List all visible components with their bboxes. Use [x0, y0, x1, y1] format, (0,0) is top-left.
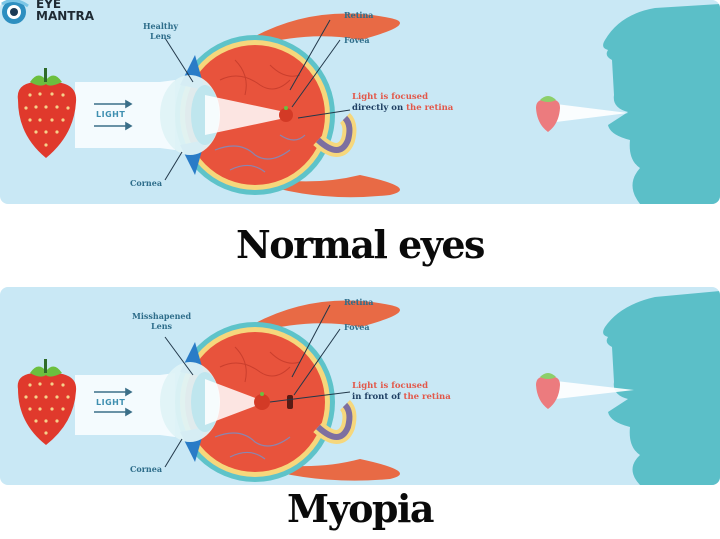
- light-label: LIGHT: [96, 398, 126, 407]
- light-label: LIGHT: [96, 110, 126, 119]
- retina-label: Retina: [344, 297, 374, 307]
- eye-icon: [1, 0, 29, 24]
- strawberry-icon: [17, 359, 77, 445]
- arrow-icons: [94, 99, 133, 131]
- focus-note-line-2a: directly on: [352, 103, 407, 113]
- normal-eye-illustration: [17, 4, 720, 204]
- logo-line-1: EYE: [36, 0, 62, 11]
- focus-note: Light is focused in front of the retina: [352, 381, 451, 403]
- lower-muscle: [225, 170, 400, 198]
- focus-note-line-2a: in front of: [352, 392, 404, 402]
- myopia-eye-illustration: [17, 291, 720, 485]
- upper-muscle: [225, 13, 400, 55]
- logo-line-2: MANTRA: [36, 9, 94, 23]
- normal-eyes-caption: Normal eyes: [236, 222, 485, 267]
- retina-label: Retina: [344, 10, 374, 20]
- normal-eye-panel: Healthy Lens Cornea Retina Fovea LIGHT L…: [0, 0, 720, 204]
- myopia-caption: Myopia: [286, 486, 435, 531]
- lens-label: Healthy Lens: [143, 21, 178, 41]
- logo-text: EYE MANTRA: [36, 0, 94, 22]
- lens-label-line-1: Misshapened: [132, 311, 192, 321]
- fovea-label: Fovea: [344, 35, 370, 45]
- arrow-icons: [94, 387, 133, 417]
- light-beam: [75, 80, 175, 150]
- fovea-label: Fovea: [344, 322, 370, 332]
- cornea-label: Cornea: [130, 178, 163, 188]
- focus-note: Light is focused directly on the retina: [352, 92, 453, 114]
- head-silhouette: [603, 4, 720, 204]
- lens-label-line-1: Healthy: [143, 21, 179, 31]
- lens-label-line-2: Lens: [151, 321, 173, 331]
- focus-note-line-2b: the retina: [403, 392, 451, 402]
- cornea-label: Cornea: [130, 464, 163, 474]
- focus-note-line-1: Light is focused: [352, 381, 429, 391]
- eye-mantra-logo: EYE MANTRA: [0, 0, 110, 32]
- strawberry-icon: [17, 68, 77, 158]
- focus-note-line-1: Light is focused: [352, 92, 429, 102]
- focus-note-line-2b: the retina: [406, 103, 454, 113]
- lens-label-line-2: Lens: [149, 31, 172, 41]
- myopia-eye-panel: Misshapened Lens Cornea Retina Fovea LIG…: [0, 287, 720, 485]
- lens-label: Misshapened Lens: [132, 311, 191, 331]
